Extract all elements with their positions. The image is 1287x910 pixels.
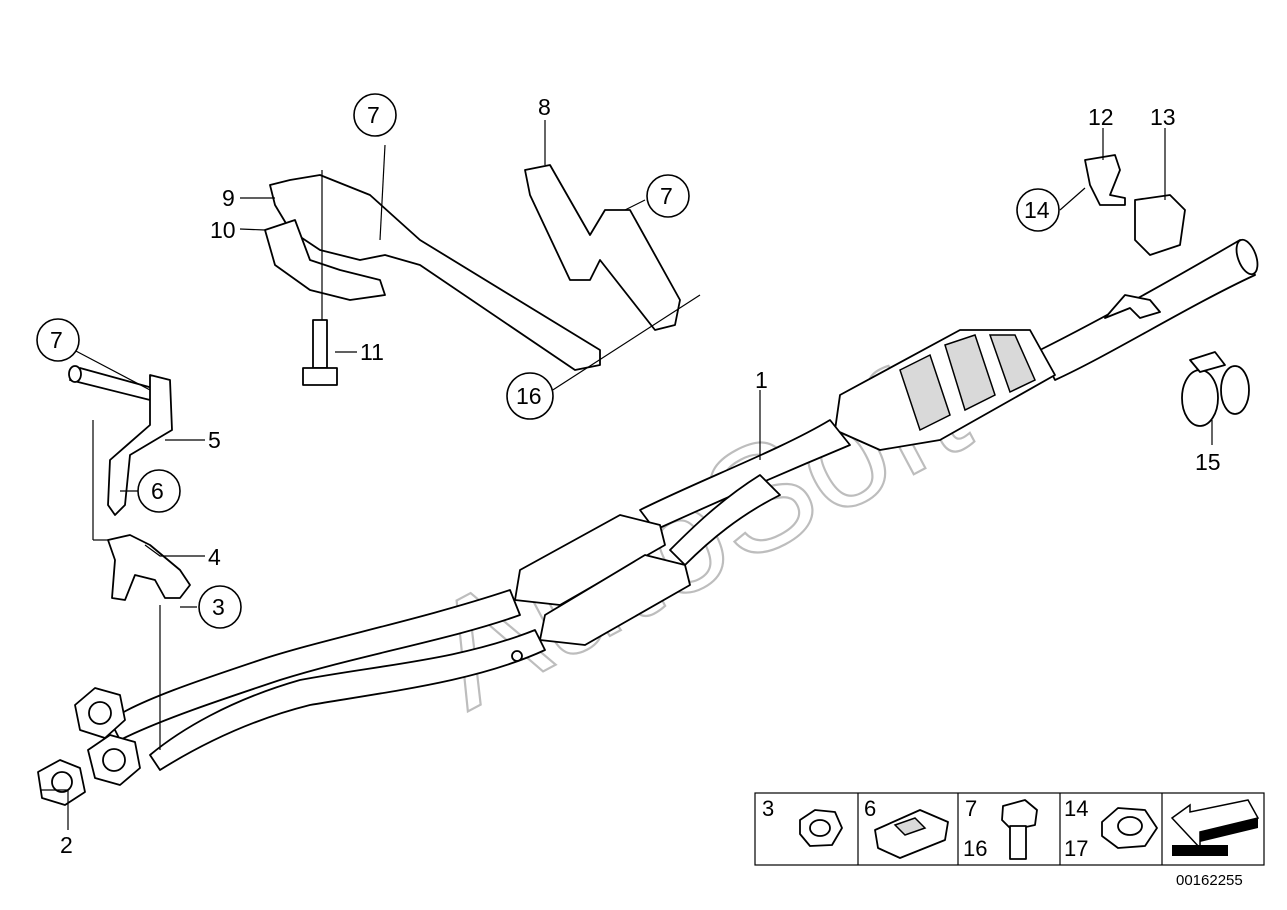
callout-16: 16 <box>516 383 542 409</box>
callout-6: 6 <box>151 478 164 504</box>
callout-14: 14 <box>1024 197 1050 223</box>
bracket-8 <box>524 164 681 331</box>
gasket-part <box>37 759 86 806</box>
hanger-12 <box>1084 154 1126 206</box>
legend-label-7: 7 <box>965 796 977 821</box>
callouts: 1 2 3 4 5 6 7 7 7 8 9 10 11 12 13 14 15 … <box>36 93 1221 858</box>
bracket-5 <box>68 365 173 516</box>
diagram-number: 00162255 <box>1176 872 1243 889</box>
callout-15: 15 <box>1195 449 1221 475</box>
clamp-15 <box>1181 351 1250 427</box>
callout-7-left: 7 <box>50 327 63 353</box>
rubber-mount-13 <box>1134 194 1186 256</box>
legend-label-6: 6 <box>864 796 876 821</box>
callout-3: 3 <box>212 594 225 620</box>
callout-12: 12 <box>1088 104 1114 130</box>
bolt-icon <box>1001 799 1038 860</box>
hex-nut-icon <box>1101 807 1158 849</box>
callout-1: 1 <box>755 367 768 393</box>
legend-label-16: 16 <box>963 836 987 861</box>
callout-9: 9 <box>222 185 235 211</box>
callout-2: 2 <box>60 832 73 858</box>
leader-lines <box>40 120 1213 830</box>
callout-13: 13 <box>1150 104 1176 130</box>
direction-arrow-icon <box>1170 799 1260 856</box>
legend-label-14: 14 <box>1064 796 1088 821</box>
legend-label-17: 17 <box>1064 836 1088 861</box>
callout-7-right: 7 <box>660 183 673 209</box>
legend-label-3: 3 <box>762 796 774 821</box>
callout-8: 8 <box>538 94 551 120</box>
nut-icon <box>799 809 843 847</box>
bracket-4 <box>107 534 191 601</box>
bolt-11 <box>302 319 338 386</box>
callout-10: 10 <box>210 217 236 243</box>
callout-5: 5 <box>208 427 221 453</box>
callout-11: 11 <box>360 339 384 365</box>
parts-legend: 3 6 7 16 14 17 <box>754 792 1265 866</box>
exhaust-pipe-assembly <box>74 238 1259 786</box>
bracket-9-10 <box>264 174 601 371</box>
callout-7-top: 7 <box>367 102 380 128</box>
callout-4: 4 <box>208 544 221 570</box>
clip-nut-icon <box>874 809 949 859</box>
